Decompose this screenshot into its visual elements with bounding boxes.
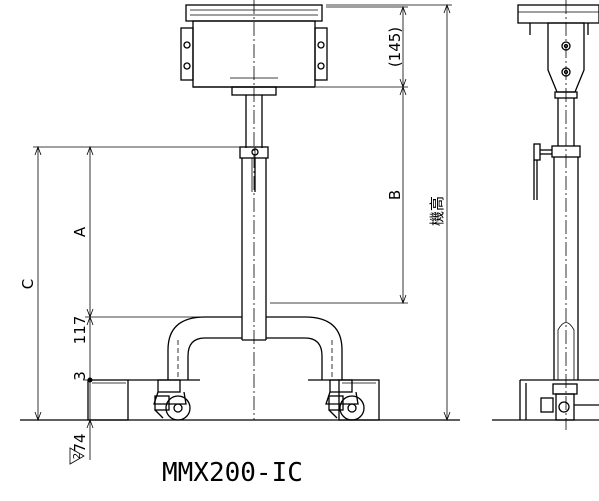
dim-label-machine-height: 機高 <box>428 196 446 226</box>
dim-label-145: (145) <box>386 27 404 67</box>
dim-label-b: B <box>386 190 404 200</box>
base-frame <box>167 316 343 380</box>
base-plates <box>87 379 380 421</box>
dim-label-a: A <box>71 226 89 237</box>
dim-label-74: 74 <box>71 433 89 452</box>
dimension-lines <box>33 3 452 465</box>
caster-left <box>153 379 191 421</box>
model-name: MMX200-IC <box>162 458 303 488</box>
front-view <box>20 0 460 421</box>
side-view <box>492 0 599 430</box>
head-unit <box>180 4 328 96</box>
upper-mast <box>245 95 263 148</box>
dim-label-3: 3 <box>71 371 89 381</box>
dim-label-117: 117 <box>71 316 89 345</box>
note-number: 2 <box>72 453 83 459</box>
caster-right <box>325 379 365 421</box>
dim-label-c: C <box>19 279 37 289</box>
height-clamp <box>239 146 269 192</box>
